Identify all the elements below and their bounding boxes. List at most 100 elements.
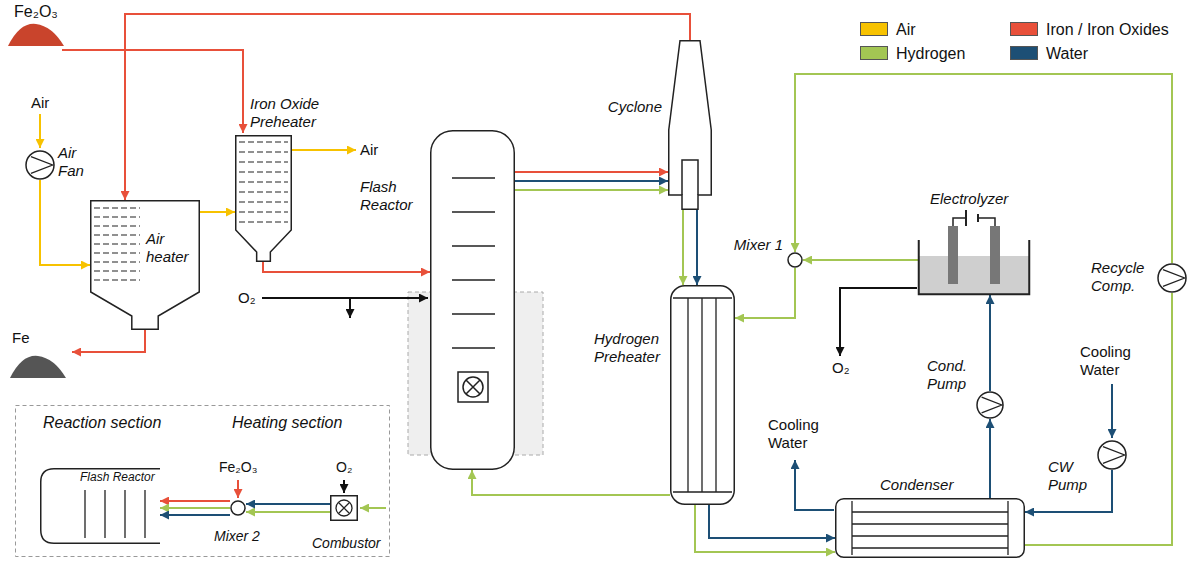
- equipment-label: Cyclone: [608, 98, 662, 116]
- compressor-symbol-outline: [1157, 263, 1187, 293]
- legend-text: Air: [896, 20, 916, 39]
- hatch-trays: [94, 208, 140, 280]
- iron-oxide-preheater-outline: [235, 135, 292, 262]
- electrolyzer-cell: [953, 218, 995, 226]
- combustor: Combustor: [330, 495, 358, 521]
- pump-symbol-outline: [1097, 440, 1127, 470]
- stream-label: O₂: [832, 359, 850, 377]
- stream-line: [515, 189, 668, 191]
- stream-line: [989, 295, 991, 391]
- material-pile: [8, 24, 64, 46]
- cyclone-outline: [682, 160, 698, 195]
- air-heater-outline: [91, 201, 200, 330]
- stream-label: Cooling Water: [1080, 343, 1142, 379]
- stream-connector: [695, 505, 835, 552]
- flash-reactor-outline: [430, 130, 515, 470]
- condenser-outline: [836, 499, 1025, 558]
- stream-connector: [200, 212, 235, 213]
- pump-symbol-outline: [982, 397, 1002, 413]
- equipment-label: Air Fan: [58, 144, 92, 180]
- stream-connector: [683, 210, 697, 285]
- mixer: Mixer 1: [787, 252, 803, 268]
- stream-connector: [803, 260, 918, 261]
- exchanger-tubes: [673, 298, 732, 492]
- stream-line: [682, 210, 684, 285]
- equipment-label: Cond. Pump: [927, 357, 972, 393]
- exchanger-tubes: [852, 501, 1008, 555]
- inset-panel-outline: [16, 406, 390, 557]
- pump-symbol: CW Pump: [1097, 440, 1127, 470]
- stream-label: Cooling Water: [768, 416, 830, 452]
- equipment-label: Mixer 1: [734, 236, 783, 254]
- exchanger-tubes: [85, 490, 145, 538]
- equipment-label: Recycle Comp.: [1091, 259, 1151, 295]
- stream-connector: [1025, 293, 1172, 545]
- stream-line: [360, 507, 386, 509]
- stream-label: Air: [31, 94, 49, 112]
- electrolyzer-cell: [948, 226, 958, 284]
- stream-connector: [795, 74, 1172, 263]
- equipment-label: Hydrogen Preheater: [594, 330, 664, 366]
- reactor-heating-zone: [458, 372, 488, 402]
- heat-exchanger-outline: [670, 285, 735, 505]
- stream-connector: [472, 470, 670, 495]
- stream-label: Air: [360, 141, 378, 159]
- stream-label: Fe: [12, 329, 30, 347]
- stream-label: Fe₂O₃: [219, 459, 257, 476]
- iron-oxide-preheater-outline: [236, 136, 292, 262]
- stream-line: [696, 210, 698, 285]
- mixer-outline: [788, 253, 802, 267]
- stream-line: [735, 268, 795, 318]
- stream-line: [840, 288, 917, 356]
- stream-label: Fe₂O₃: [14, 2, 58, 21]
- iron-oxide-preheater: Iron Oxide Preheater: [235, 135, 292, 262]
- stream-line: [39, 114, 41, 148]
- electrolyzer-outline: [919, 240, 1030, 294]
- pump-symbol-outline: [977, 392, 1003, 418]
- electrolyzer-cell: [919, 210, 1029, 294]
- electrolyzer-cell: [990, 226, 1000, 284]
- combustor-outline: [339, 503, 350, 514]
- stream-connector: [515, 172, 668, 190]
- legend-swatch: [1010, 22, 1038, 36]
- legend-swatch: [1010, 46, 1038, 60]
- stream-connector: [125, 14, 690, 200]
- mixer-outline: [787, 252, 803, 268]
- reactor-heating-zone: [452, 178, 495, 348]
- electrolyzer-cell: [919, 256, 1029, 294]
- stream-line: [989, 419, 991, 498]
- equipment-label: Combustor: [312, 535, 380, 552]
- stream-line: [246, 511, 330, 513]
- electrolyzer-outline: [918, 240, 1030, 295]
- fan-symbol-outline: [25, 150, 55, 180]
- stream-line: [1111, 384, 1113, 438]
- stream-connector: [735, 268, 795, 318]
- inset-panel: Reaction sectionHeating sectionFlash Rea…: [15, 405, 390, 557]
- equipment-label: Flash Reactor: [360, 178, 422, 214]
- exchanger-tubes: [85, 298, 1008, 555]
- stream-connector: [263, 262, 430, 272]
- legend-text: Water: [1046, 44, 1088, 63]
- stream-line: [803, 259, 918, 261]
- equipment-label: Condenser: [880, 476, 953, 494]
- equipment-label: Air heater: [146, 230, 198, 266]
- stream-line: [160, 507, 230, 509]
- stream-connector: [246, 504, 330, 512]
- stream-line: [1025, 293, 1172, 545]
- stream-line: [262, 297, 428, 299]
- stream-connector: [990, 295, 991, 391]
- reactor-heating-zone: [430, 130, 515, 470]
- stream-line: [237, 480, 239, 498]
- stream-line: [795, 74, 1172, 263]
- electrolyzer-cell: [966, 210, 978, 226]
- mixer-outline: [231, 501, 245, 515]
- stream-line: [160, 514, 230, 516]
- equipment-label: Iron Oxide Preheater: [250, 95, 345, 131]
- flash-reactor: Flash Reactor: [430, 130, 515, 470]
- stream-connector: [160, 501, 230, 515]
- stream-line: [72, 330, 145, 352]
- heat-exchanger-outline: [671, 286, 735, 505]
- fan-symbol: Air Fan: [25, 150, 55, 180]
- stream-connector: [990, 419, 991, 498]
